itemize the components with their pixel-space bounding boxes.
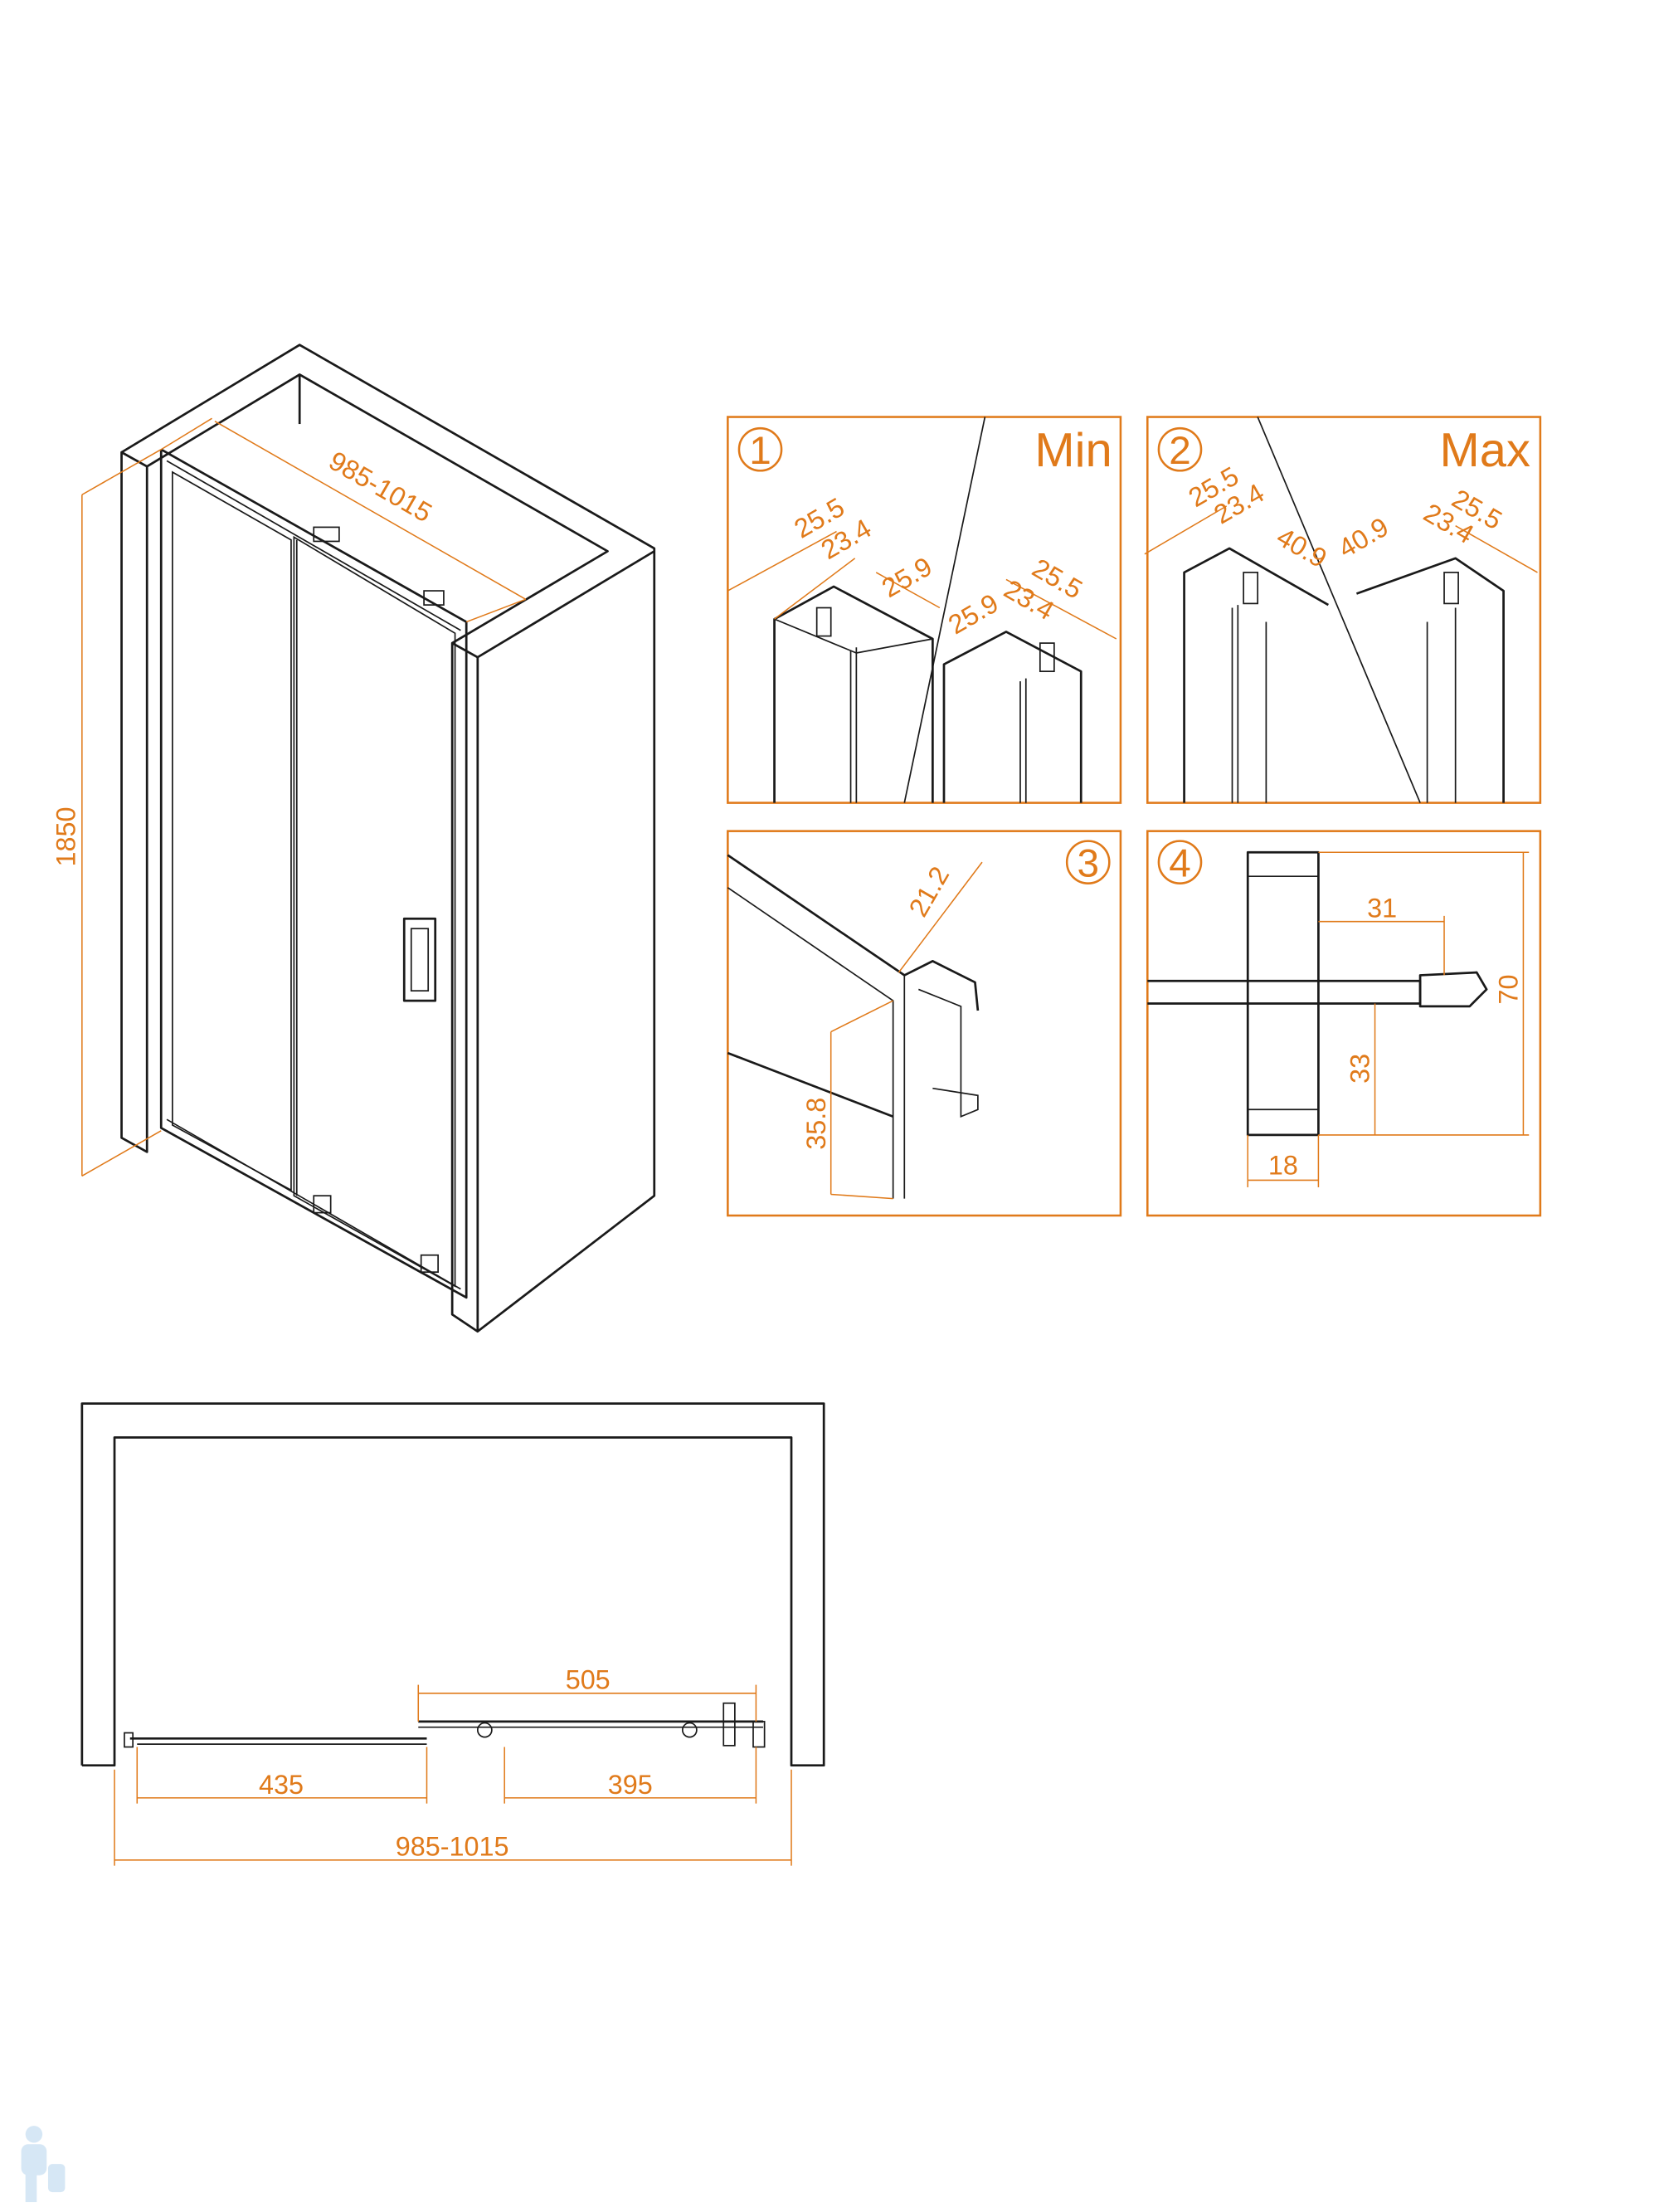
shower-plan-view: 505 435 395 985-1015 <box>80 1402 825 1866</box>
dimension-total-width: 985-1015 <box>396 1832 509 1862</box>
svg-text:25.9: 25.9 <box>877 551 937 603</box>
svg-text:25.9: 25.9 <box>943 588 1004 641</box>
dimension-435: 435 <box>259 1770 304 1800</box>
detail-panel-1-min: 1 Min 25.5 23.4 25.9 25.9 23.4 25.5 <box>727 416 1122 804</box>
min-label: Min <box>1034 424 1112 477</box>
detail-panel-3: 3 21.2 35.8 <box>727 830 1122 1217</box>
max-label: Max <box>1440 424 1530 477</box>
svg-text:40.9: 40.9 <box>1333 512 1394 564</box>
svg-text:21.2: 21.2 <box>903 861 956 922</box>
svg-text:18: 18 <box>1268 1151 1298 1181</box>
svg-text:70: 70 <box>1494 974 1524 1004</box>
detail-panel-2-max: 2 Max 25.5 23.4 40.9 40.9 23.4 25.5 <box>1144 416 1542 804</box>
dimension-395: 395 <box>608 1770 653 1800</box>
dimension-505: 505 <box>566 1665 611 1695</box>
plumber-icon <box>21 2126 66 2203</box>
detail-panel-4: 4 31 70 33 18 <box>1146 830 1542 1217</box>
svg-text:4: 4 <box>1169 841 1191 885</box>
svg-text:1: 1 <box>749 429 771 473</box>
svg-text:40.9: 40.9 <box>1272 522 1332 574</box>
door-handle <box>402 917 437 1002</box>
svg-text:35.8: 35.8 <box>801 1098 831 1150</box>
svg-text:31: 31 <box>1367 894 1397 923</box>
svg-text:33: 33 <box>1345 1054 1375 1084</box>
svg-text:2: 2 <box>1169 429 1191 473</box>
svg-text:3: 3 <box>1077 841 1099 885</box>
shower-3d-view: 985-1015 1850 <box>51 343 656 1333</box>
height-dimension: 1850 <box>51 806 80 866</box>
